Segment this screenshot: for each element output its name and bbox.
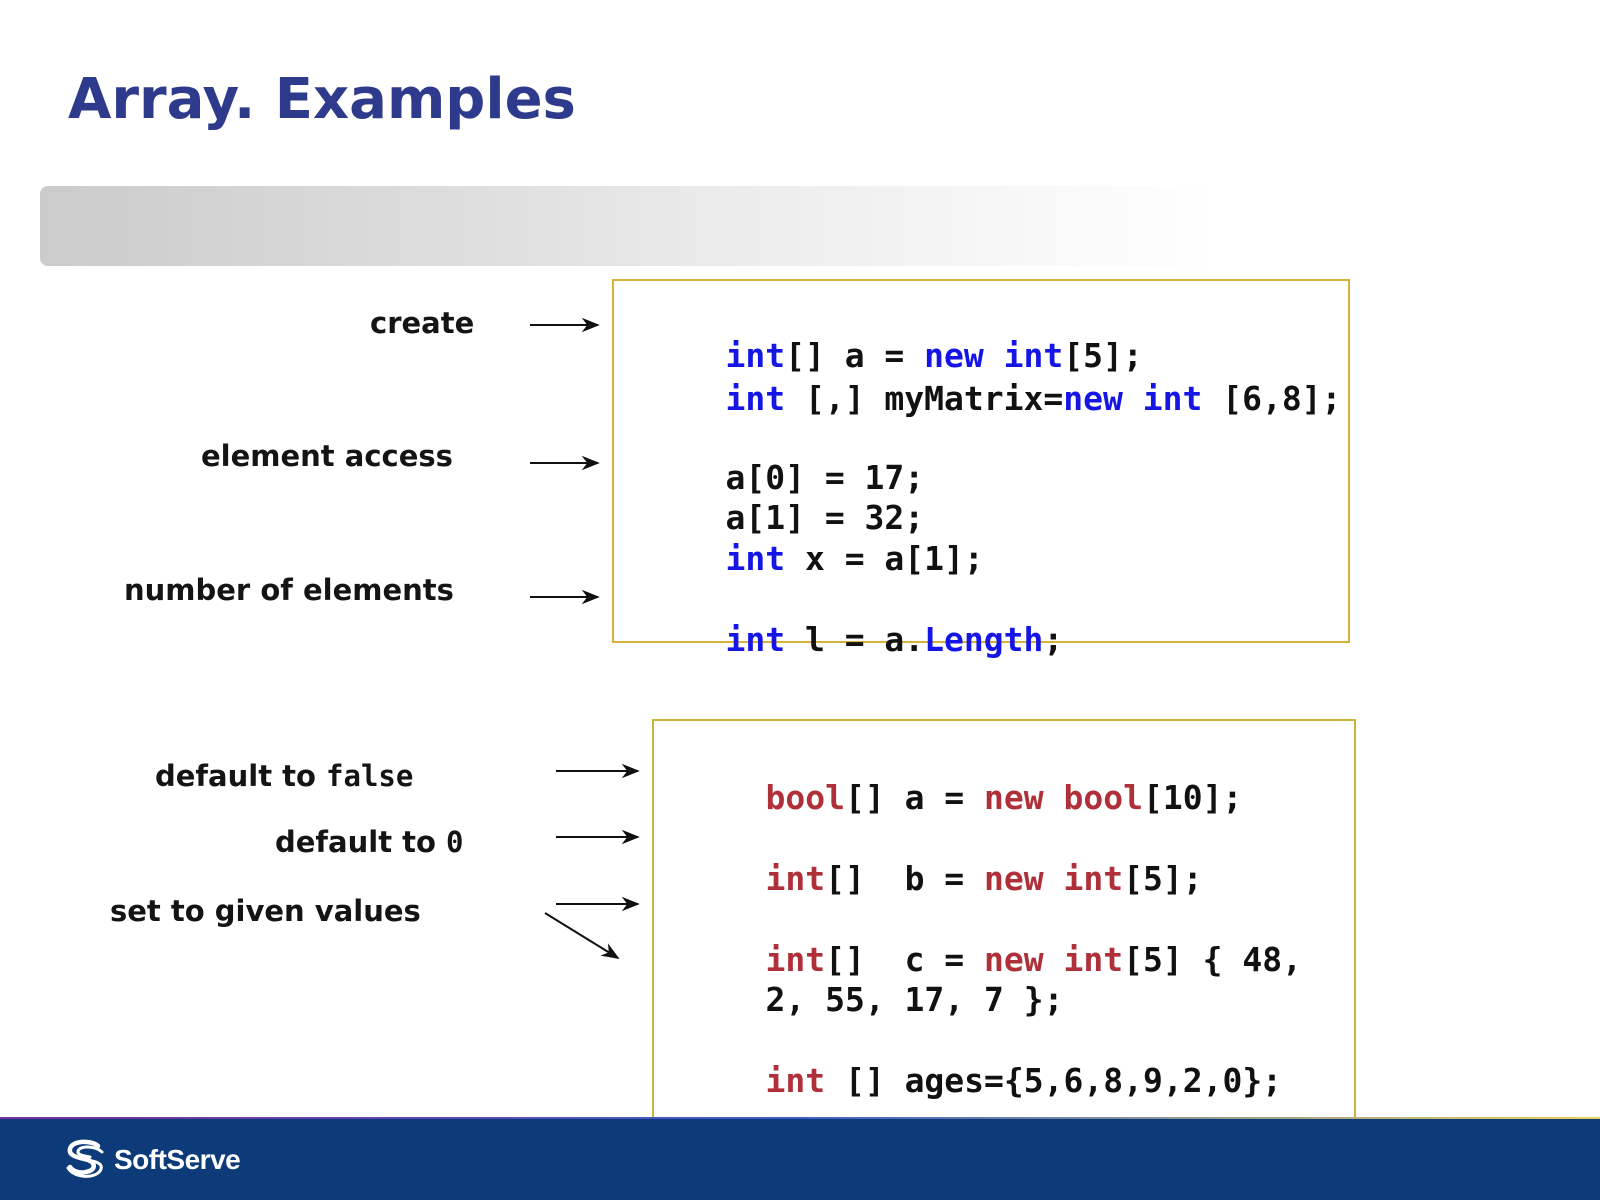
code-text: x = a[1]; bbox=[785, 539, 984, 578]
softserve-logo-text: SoftServe bbox=[114, 1144, 241, 1175]
label-element-access-text: element access bbox=[201, 439, 453, 473]
softserve-logo-icon bbox=[66, 1139, 104, 1178]
code-keyword: int bbox=[725, 379, 786, 418]
slide-title: Array. Examples bbox=[68, 67, 576, 132]
code-line: a[0] = 17; bbox=[646, 418, 924, 538]
code-keyword: int bbox=[1063, 859, 1124, 898]
label-number-of-elements: number of elements bbox=[124, 572, 454, 608]
code-box-top: int[] a = new int[5]; int [,] myMatrix=n… bbox=[612, 279, 1350, 659]
label-element-access: element access bbox=[201, 438, 453, 474]
code-keyword: int bbox=[765, 1061, 826, 1100]
label-create-text: create bbox=[370, 306, 475, 340]
code-line: int x = a[1]; bbox=[646, 499, 984, 619]
code-line: int[] b = new int[5]; bbox=[686, 819, 1203, 939]
code-text: [] b = bbox=[825, 859, 985, 898]
code-keyword: int bbox=[725, 620, 786, 659]
code-text: ; bbox=[1043, 620, 1064, 659]
code-text: [5] { 48, bbox=[1123, 940, 1302, 979]
code-keyword: new bbox=[924, 336, 984, 375]
label-default-zero-code: 0 bbox=[446, 825, 464, 859]
code-keyword: new bbox=[984, 778, 1044, 817]
code-keyword: int bbox=[765, 940, 826, 979]
code-line: int[] a = new int[5]; bbox=[646, 296, 1143, 416]
code-text bbox=[1044, 859, 1064, 898]
code-keyword: int bbox=[1142, 379, 1203, 418]
code-text: [] a = bbox=[785, 336, 925, 375]
label-default-zero-text: default to bbox=[275, 825, 447, 859]
label-set-values: set to given values bbox=[110, 893, 421, 929]
code-keyword: int bbox=[765, 859, 826, 898]
footer-bar bbox=[0, 1119, 1600, 1200]
code-text: l = a. bbox=[785, 620, 925, 659]
code-text: 2, 55, 17, 7 }; bbox=[765, 980, 1064, 1019]
code-text: [10]; bbox=[1143, 778, 1243, 817]
code-text: [5]; bbox=[1063, 336, 1143, 375]
label-default-false-code: false bbox=[326, 759, 414, 793]
code-keyword: int bbox=[1063, 940, 1124, 979]
code-text: a[1] = 32; bbox=[725, 498, 925, 537]
code-box-bottom: bool[] a = new bool[10]; int[] b = new i… bbox=[652, 719, 1356, 1119]
softserve-logo: SoftServe bbox=[62, 1134, 241, 1186]
label-create: create bbox=[370, 305, 474, 341]
code-keyword: int bbox=[1003, 336, 1064, 375]
code-keyword: Length bbox=[924, 620, 1044, 659]
code-text bbox=[1044, 778, 1064, 817]
label-number-of-elements-text: number of elements bbox=[124, 573, 454, 607]
label-set-values-text: set to given values bbox=[110, 894, 421, 928]
code-line: int [] ages={5,6,8,9,2,0}; bbox=[686, 1021, 1282, 1141]
code-text: [,] myMatrix= bbox=[785, 379, 1064, 418]
title-band bbox=[40, 186, 1280, 266]
label-default-false: default to false bbox=[155, 758, 413, 794]
code-text: [6,8]; bbox=[1202, 379, 1342, 418]
code-line: int[] c = new int[5] { 48, bbox=[686, 900, 1302, 1020]
label-default-false-text: default to bbox=[155, 759, 327, 793]
code-line: bool[] a = new bool[10]; bbox=[686, 738, 1242, 858]
code-line: 2, 55, 17, 7 }; bbox=[686, 940, 1064, 1060]
code-keyword: new bbox=[984, 940, 1044, 979]
code-text: [] ages={5,6,8,9,2,0}; bbox=[825, 1061, 1283, 1100]
code-keyword: new bbox=[984, 859, 1044, 898]
code-line: int [,] myMatrix=new int [6,8]; bbox=[646, 339, 1341, 459]
code-keyword: int bbox=[725, 336, 786, 375]
code-keyword: int bbox=[725, 539, 786, 578]
code-text: [5]; bbox=[1123, 859, 1203, 898]
arrow-set-values-2 bbox=[544, 912, 620, 959]
code-keyword: bool bbox=[1063, 778, 1144, 817]
code-text: a[0] = 17; bbox=[725, 458, 925, 497]
label-default-zero: default to 0 bbox=[275, 824, 464, 860]
code-line: int l = a.Length; bbox=[646, 580, 1063, 700]
code-text: [] a = bbox=[844, 778, 985, 817]
code-line: a[1] = 32; bbox=[646, 458, 924, 578]
code-text bbox=[1123, 379, 1143, 418]
code-keyword: new bbox=[1063, 379, 1123, 418]
code-keyword: bool bbox=[765, 778, 845, 817]
code-text: [] c = bbox=[825, 940, 985, 979]
